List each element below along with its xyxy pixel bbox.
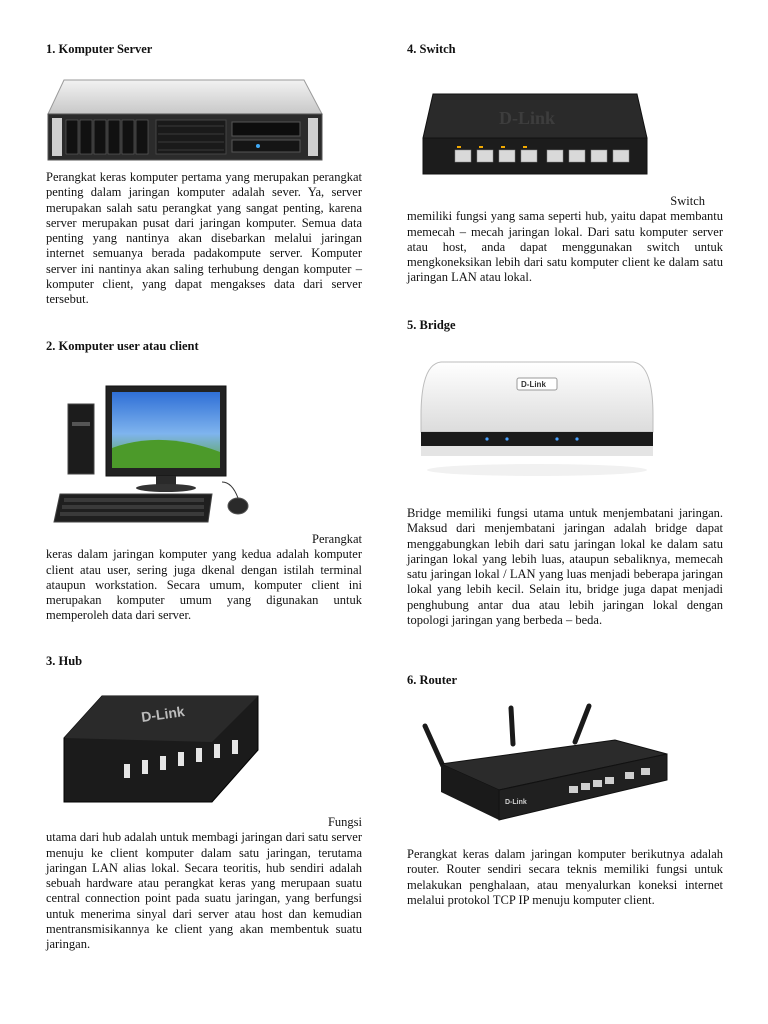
switch-brand-label: D-Link xyxy=(499,108,555,128)
router-brand-label: D-Link xyxy=(505,799,527,806)
heading-hub: 3. Hub xyxy=(46,654,83,668)
paragraph-lead-word: Switch xyxy=(670,194,705,208)
heading-komputer-client: 2. Komputer user atau client xyxy=(46,339,199,353)
bridge-brand-label: D-Link xyxy=(521,380,546,389)
paragraph-body: memiliki fungsi yang sama seperti hub, y… xyxy=(407,209,723,285)
hub-image: D-Link xyxy=(62,690,262,808)
heading-bridge: 5. Bridge xyxy=(407,318,456,332)
paragraph-komputer-client: Perangkat keras dalam jaringan komputer … xyxy=(46,532,362,624)
paragraph-hub: Fungsi utama dari hub adalah untuk memba… xyxy=(46,815,362,953)
paragraph-lead-word: Fungsi xyxy=(327,815,362,829)
server-image xyxy=(46,78,326,164)
paragraph-body: keras dalam jaringan komputer yang kedua… xyxy=(46,547,362,623)
bridge-image: D-Link xyxy=(417,356,657,484)
paragraph-router: Perangkat keras dalam jaringan komputer … xyxy=(407,847,723,907)
paragraph-switch: Switch memiliki fungsi yang sama seperti… xyxy=(407,194,723,286)
hub-brand-label: D-Link xyxy=(140,703,186,725)
switch-image: D-Link xyxy=(421,92,649,178)
router-image: D-Link xyxy=(419,702,669,826)
paragraph-lead-word: Perangkat xyxy=(312,532,362,546)
heading-router: 6. Router xyxy=(407,673,457,687)
heading-switch: 4. Switch xyxy=(407,42,456,56)
paragraph-body: utama dari hub adalah untuk membagi jari… xyxy=(46,830,362,952)
client-computer-image xyxy=(52,382,252,532)
paragraph-bridge: Bridge memiliki fungsi utama untuk menje… xyxy=(407,506,723,628)
heading-komputer-server: 1. Komputer Server xyxy=(46,42,153,56)
paragraph-komputer-server: Perangkat keras komputer pertama yang me… xyxy=(46,170,362,307)
